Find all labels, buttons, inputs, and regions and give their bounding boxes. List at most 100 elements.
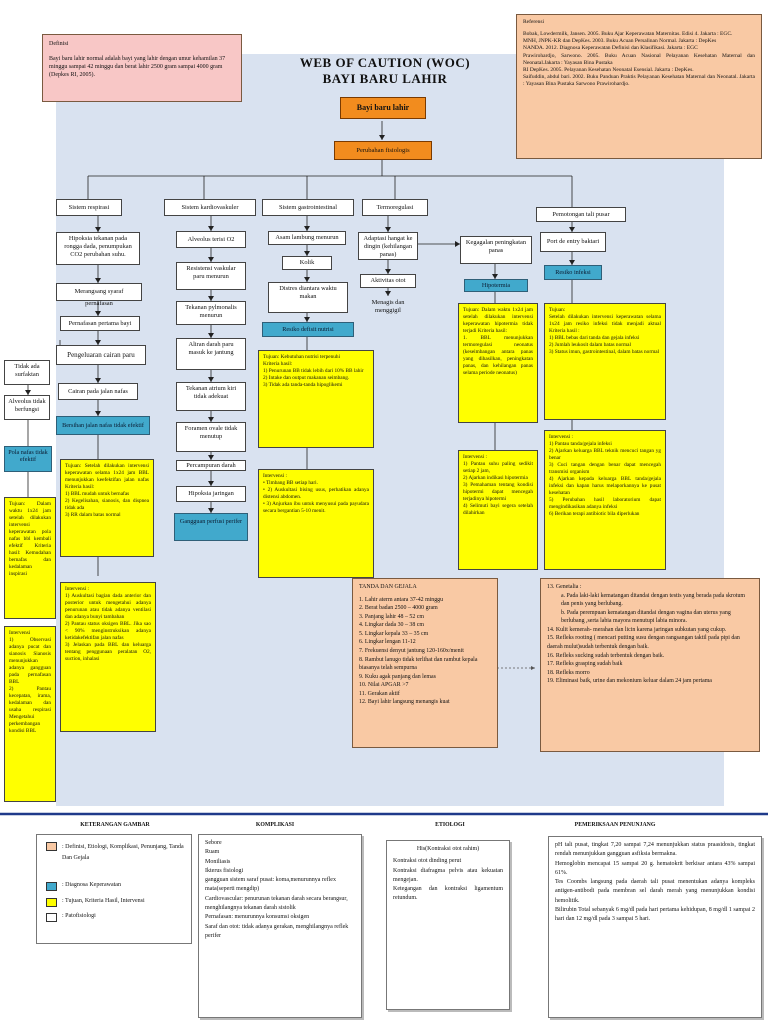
tujuan-jalan-nafas-text: Tujuan: Setelah dilakukan intervensi kep… — [65, 463, 149, 518]
diagnosa-resiko-defisit-nutrisi: Resiko defisit nutrisi — [262, 322, 354, 337]
intervensi-hipotermia-text: Intervensi : 1) Pantau suhu paling sedik… — [463, 454, 533, 516]
page-title: WEB OF CAUTION (WOC) BAYI BARU LAHIR — [260, 55, 510, 87]
intervensi-jalan-nafas-text: Intervensi : 1) Auskultasi bagian dada a… — [65, 586, 151, 662]
pemeriksaan-text: pH tali pusat, tingkat 7,20 sampai 7,24 … — [555, 842, 755, 923]
referensi-box: Referensi Bobak, Lowdermilk, Jansen. 200… — [516, 14, 762, 159]
node-alveolus-terisi: Alveolus terisi O2 — [176, 231, 246, 248]
node-alveolus-tidak-berfungsi: Alveolus tidak berfungsi — [4, 395, 50, 420]
tujuan-hipotermia: Tujuan: Dalam waktu 1x24 jam setelah dil… — [458, 303, 538, 423]
legend-text-kriteria: : Tujuan, Kriteria Hasil, Intervensi — [62, 898, 145, 904]
definisi-text: Bayi baru lahir normal adalah bayi yang … — [49, 56, 226, 79]
node-pernafasan-pertama: Pernafasan pertama bayi — [60, 316, 140, 331]
tujuan-hipotermia-text: Tujuan: Dalam waktu 1x24 jam setelah dil… — [463, 307, 533, 376]
intervensi-nutrisi: Intervensi : • Timbang BB setiap hari. •… — [258, 469, 374, 578]
etiologi-header: ETIOLOGI — [435, 822, 465, 828]
title-line-2: BAYI BARU LAHIR — [322, 71, 448, 86]
node-kolik: Kolik — [282, 256, 332, 270]
tanda-item: 18. Refleks morro — [547, 669, 590, 676]
legend-swatch-patofisiologi — [46, 913, 57, 922]
keterangan-header: KETERANGAN GAMBAR — [80, 822, 150, 828]
node-asam-lambung: Asam lambung menurun — [268, 231, 346, 245]
tanda-item: 2. Berat badan 2500 – 4000 gram — [359, 605, 438, 612]
tanda-item: 15. Refleks rooting ( mencari putting su… — [547, 635, 740, 650]
referensi-label: Referensi — [523, 19, 545, 25]
node-hipoksia: Hipoksia tekanan pada rongga dada, penum… — [56, 232, 140, 265]
tujuan-nutrisi: Tujuan: Kebutuhan nutrisi terpenuhi Krit… — [258, 350, 374, 448]
komplikasi-text: Sebore Ruam Moniliasis Ikterus fisiologi… — [205, 840, 349, 939]
legend-swatch-diagnosa — [46, 882, 57, 891]
tanda-gejala-label: TANDA DAN GEJALA — [359, 584, 417, 590]
node-hipoksia-jaringan: Hipoksia jaringan — [176, 486, 246, 502]
node-aliran-darah: Aliran darah paru masuk ke jantung — [176, 338, 246, 370]
tanda-item: b. Pada perempuan kematangan ditandai de… — [561, 609, 731, 625]
etiologi-box: His(Kontraksi otot rahim) Kontraksi otot… — [386, 840, 510, 1010]
tanda-item: 19. Eliminasi baik, urine dan mekonium k… — [547, 678, 712, 685]
tanda-item: 14. Kulit kemerah- merahan dan licin kar… — [547, 626, 727, 633]
intervensi-pola-nafas: Intervensi 1) Observasi adanya pucat dan… — [4, 626, 56, 802]
komplikasi-box: Sebore Ruam Moniliasis Ikterus fisiologi… — [198, 834, 362, 1018]
referensi-text: Bobak, Lowdermilk, Jansen. 2005. Buku Aj… — [523, 31, 755, 88]
legend-box — [36, 834, 192, 944]
node-adaptasi: Adaptasi hangat ke dingin (kehilangan pa… — [358, 232, 418, 260]
legend-text-patofisiologi: : Patofisiologi — [62, 913, 96, 919]
pemeriksaan-header: PEMERIKSAAN PENUNJANG — [574, 822, 656, 828]
tanda-item: 1. Lahir aterm antara 37-42 minggu — [359, 596, 444, 603]
tanda-item: 3. Panjang lahir 48 – 52 cm — [359, 613, 424, 620]
tujuan-nutrisi-text: Tujuan: Kebutuhan nutrisi terpenuhi Krit… — [263, 354, 364, 388]
node-tidak-ada-surfaktan: Tidak ada surfaktan — [4, 360, 50, 385]
intervensi-nutrisi-text: Intervensi : • Timbang BB setiap hari. •… — [263, 473, 369, 514]
diagnosa-pola-nafas-label: Pola nafas tidak efektif — [8, 449, 48, 464]
node-pemotongan-tali-pusar: Pemotongan tali pusar — [536, 207, 626, 222]
title-line-1: WEB OF CAUTION (WOC) — [299, 55, 471, 70]
legend-text-info: : Definisi, Etiologi, Komplikasi, Penunj… — [62, 844, 184, 862]
tujuan-pola-nafas: Tujuan: Dalam waktu 1x24 jam setelah dil… — [4, 497, 56, 619]
node-bayi-baru-lahir: Bayi baru lahir — [340, 97, 426, 119]
tanda-item: 9. Kuku agak panjang dan lemas — [359, 673, 436, 680]
node-tekanan-atrium: Tekanan atrium kiri tidak adekuat — [176, 382, 246, 411]
node-menagis-menggigil: Menagis dan menggigil — [371, 299, 405, 314]
tanda-item: 7. Frekuensi denyut jantung 120-160x/men… — [359, 647, 464, 654]
node-cairan-jalan-nafas: Cairan pada jalan nafas — [58, 383, 138, 400]
tanda-item: 11. Gerakan aktif — [359, 690, 400, 697]
node-sistem-respirasi: Sistem respirasi — [56, 199, 122, 216]
diagnosa-bersihan-jalan-nafas: Bersihan jalan nafas tidak efektif — [56, 416, 150, 435]
node-termoregulasi: Termoregulasi — [362, 199, 428, 216]
etiologi-title: His(Kontraksi otot rahim) — [416, 846, 480, 852]
node-sistem-gastrointestinal: Sistem gastrointestinal — [262, 199, 354, 216]
intervensi-hipotermia: Intervensi : 1) Pantau suhu paling sedik… — [458, 450, 538, 570]
tanda-item: 17. Refleks grasping sudah baik — [547, 661, 623, 668]
node-percampuran-darah: Percampuran darah — [176, 460, 246, 471]
tanda-item: 13. Genetalia : — [547, 584, 582, 590]
node-perubahan-fisiologis: Perubahan fisiologis — [334, 141, 432, 160]
tanda-gejala-box-2: 13. Genetalia : a. Pada laki-laki kemata… — [540, 578, 760, 752]
tanda-item: 16. Refleks sucking sudah terbentuk deng… — [547, 652, 665, 659]
tujuan-infeksi: Tujuan: Setelah dilakukan intervensi kep… — [544, 303, 666, 420]
intervensi-infeksi-text: Intervensi : 1) Pantau tanda/gejala infe… — [549, 434, 661, 517]
legend-text-diagnosa: : Diagnosa Keperawatan — [62, 882, 121, 888]
tanda-item: 6. Lingkar lengan 11-12 — [359, 639, 416, 646]
tujuan-jalan-nafas: Tujuan: Setelah dilakukan intervensi kep… — [60, 459, 154, 557]
node-tekanan-pulmonalis: Tekanan pylmonalis menurun — [176, 301, 246, 325]
diagnosa-hipotermia: Hipotermia — [464, 279, 528, 292]
tanda-item: 8. Rambut lanugo tidak terlihat dan ramb… — [359, 656, 478, 672]
definisi-box: Definisi Bayi baru lahir normal adalah b… — [42, 34, 242, 102]
intervensi-pola-nafas-text: Intervensi 1) Observasi adanya pucat dan… — [9, 630, 51, 734]
node-aktivitas-otot: Aktivitas otot — [360, 274, 416, 288]
tanda-item: 5. Lingkar kepala 33 – 35 cm — [359, 630, 429, 637]
node-pengeluaran-cairan: Pengeluaran cairan paru — [56, 345, 146, 365]
tanda-item: 10. Nilai APGAR >7 — [359, 682, 409, 689]
etiologi-text: Kontraksi otot dinding perut Kontraksi d… — [393, 858, 503, 902]
komplikasi-header: KOMPLIKASI — [255, 822, 295, 828]
legend-swatch-kriteria — [46, 898, 57, 907]
node-merangsang: Merangsang syaraf pernafasan — [56, 283, 142, 307]
node-port-de-entry: Port de entry baktari — [540, 232, 606, 252]
pemeriksaan-box: pH tali pusat, tingkat 7,20 sampai 7,24 … — [548, 836, 762, 1018]
node-distres: Distres diantara waktu makan — [268, 282, 348, 313]
definisi-label: Definisi — [49, 41, 69, 47]
diagnosa-pola-nafas: Pola nafas tidak efektif — [4, 446, 52, 472]
node-foramen-ovale: Foramen ovale tidak menutup — [176, 422, 246, 452]
tanda-item: 4. Lingkar dada 30 – 38 cm — [359, 622, 424, 629]
diagnosa-resiko-infeksi: Resiko infeksi — [544, 265, 602, 280]
intervensi-jalan-nafas: Intervensi : 1) Auskultasi bagian dada a… — [60, 582, 156, 732]
